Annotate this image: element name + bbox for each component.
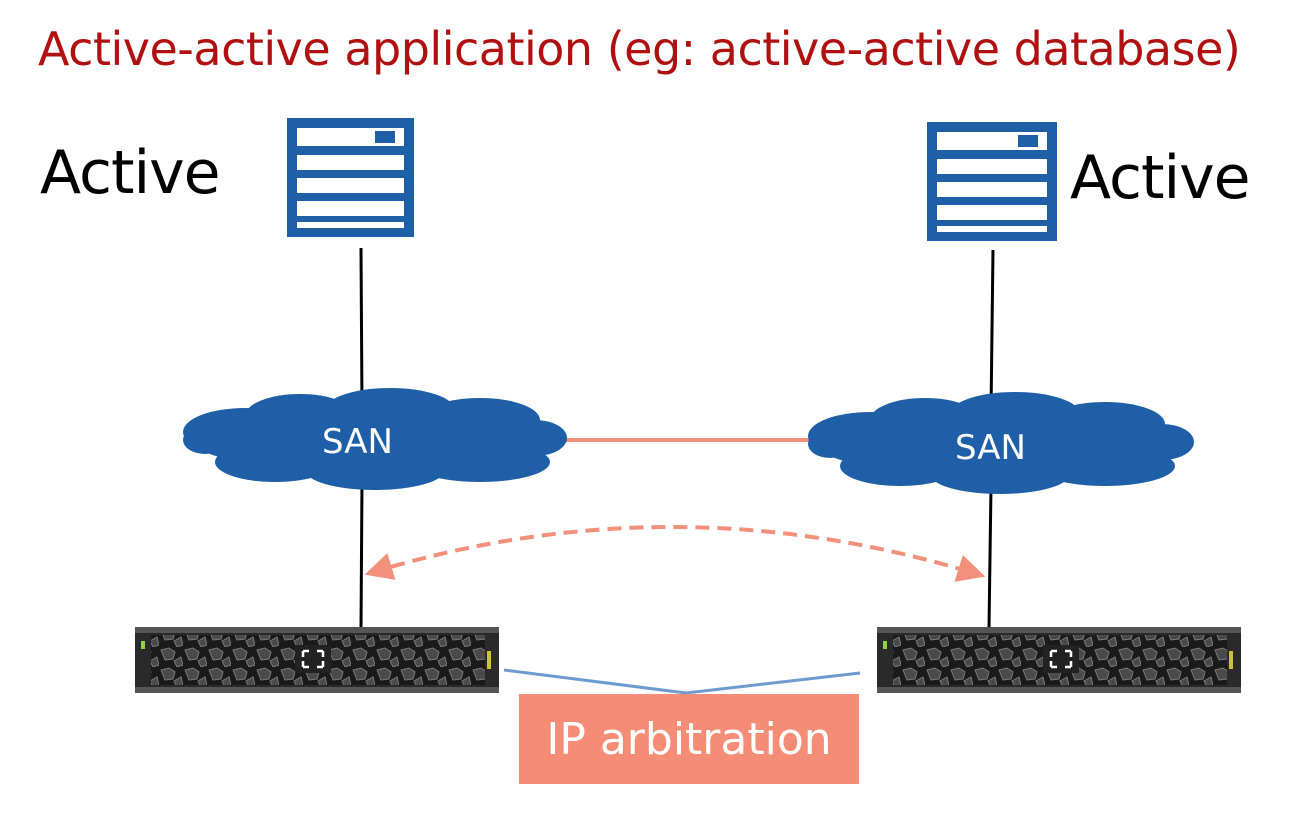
host-role-left: Active [40,138,221,208]
san-storage-link-right [987,485,993,629]
ip-arbitration-box: IP arbitration [519,694,859,784]
ip-arbitration-label: IP arbitration [546,713,832,765]
san-storage-link-left [359,479,364,629]
storage-array-icon [877,627,1241,693]
arbitration-line-left [503,668,687,695]
storage-array-icon [135,627,499,693]
host-san-link-right [989,249,995,413]
diagram-title: Active-active application (eg: active-ac… [38,22,1241,76]
san-label-right: SAN [955,428,1026,468]
cloud-icon [808,392,1194,494]
host-role-right: Active [1070,143,1251,213]
san-label-left: SAN [322,422,393,462]
cloud-icon [183,388,567,490]
arbitration-line-right [685,671,861,695]
server-icon [287,118,414,237]
replication-arrow [364,525,986,582]
server-icon [927,122,1057,241]
host-san-link-left [359,247,364,409]
